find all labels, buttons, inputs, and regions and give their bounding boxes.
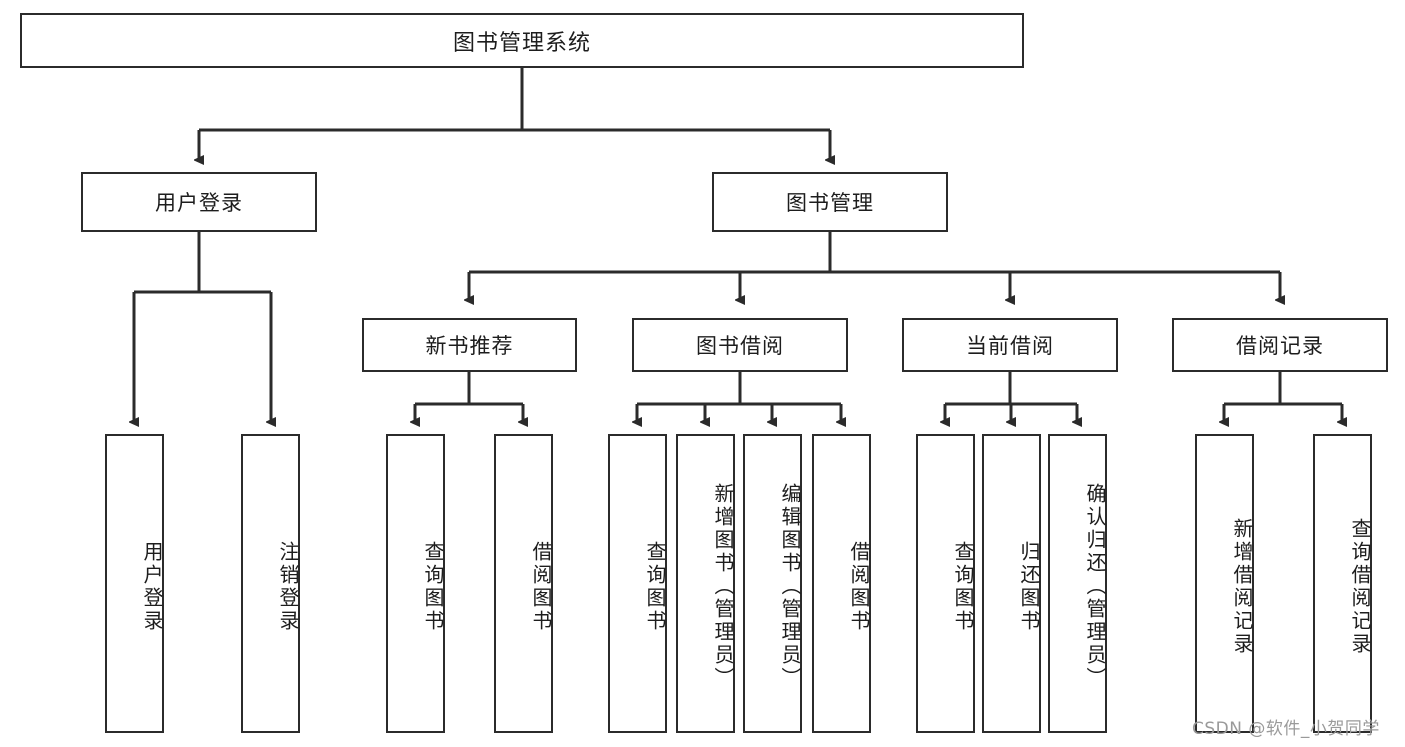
- node-label: 确认归还（管理员）: [1083, 483, 1107, 690]
- node-label: 用户登录: [155, 191, 243, 215]
- watermark-csdn: CSDN @软件_小贺同学: [1192, 719, 1380, 739]
- node-leaf-confirm-return-admin[interactable]: 确认归还（管理员）: [1048, 434, 1107, 733]
- node-label: 新增图书（管理员）: [711, 483, 735, 690]
- node-current-borrow[interactable]: 当前借阅: [902, 318, 1118, 372]
- node-leaf-user-logout[interactable]: 注销登录: [241, 434, 300, 733]
- node-new-book-recommend[interactable]: 新书推荐: [362, 318, 577, 372]
- node-leaf-return-book[interactable]: 归还图书: [982, 434, 1041, 733]
- node-leaf-borrow-book-recommend[interactable]: 借阅图书: [494, 434, 553, 733]
- node-label: 查询借阅记录: [1348, 517, 1372, 656]
- node-leaf-query-book-borrow[interactable]: 查询图书: [608, 434, 667, 733]
- node-leaf-add-book-admin[interactable]: 新增图书（管理员）: [676, 434, 735, 733]
- node-book-borrow[interactable]: 图书借阅: [632, 318, 848, 372]
- node-label: 图书管理: [786, 191, 874, 215]
- node-leaf-borrow-book[interactable]: 借阅图书: [812, 434, 871, 733]
- node-label: 查询图书: [421, 540, 445, 633]
- node-leaf-edit-book-admin[interactable]: 编辑图书（管理员）: [743, 434, 802, 733]
- node-label: 注销登录: [276, 540, 300, 633]
- node-root-book-management-system[interactable]: 图书管理系统: [20, 13, 1024, 68]
- node-label: 图书管理系统: [452, 30, 591, 56]
- node-label: 用户登录: [140, 540, 164, 633]
- node-user-login[interactable]: 用户登录: [81, 172, 317, 232]
- node-leaf-query-book-recommend[interactable]: 查询图书: [386, 434, 445, 733]
- node-label: 借阅图书: [847, 540, 871, 633]
- node-leaf-query-borrow-record[interactable]: 查询借阅记录: [1313, 434, 1372, 733]
- node-label: 查询图书: [951, 540, 975, 633]
- node-label: 新书推荐: [425, 334, 514, 358]
- node-borrow-record[interactable]: 借阅记录: [1172, 318, 1388, 372]
- node-label: 新增借阅记录: [1230, 517, 1254, 656]
- node-leaf-query-book-current[interactable]: 查询图书: [916, 434, 975, 733]
- node-label: 借阅图书: [529, 540, 553, 633]
- node-label: 归还图书: [1017, 540, 1041, 633]
- node-label: 编辑图书（管理员）: [778, 483, 802, 690]
- node-label: 借阅记录: [1236, 334, 1324, 358]
- node-leaf-user-login[interactable]: 用户登录: [105, 434, 164, 733]
- node-label: 查询图书: [643, 540, 667, 633]
- node-book-management[interactable]: 图书管理: [712, 172, 948, 232]
- node-label: 当前借阅: [966, 334, 1054, 358]
- node-leaf-add-borrow-record[interactable]: 新增借阅记录: [1195, 434, 1254, 733]
- node-label: 图书借阅: [696, 334, 784, 358]
